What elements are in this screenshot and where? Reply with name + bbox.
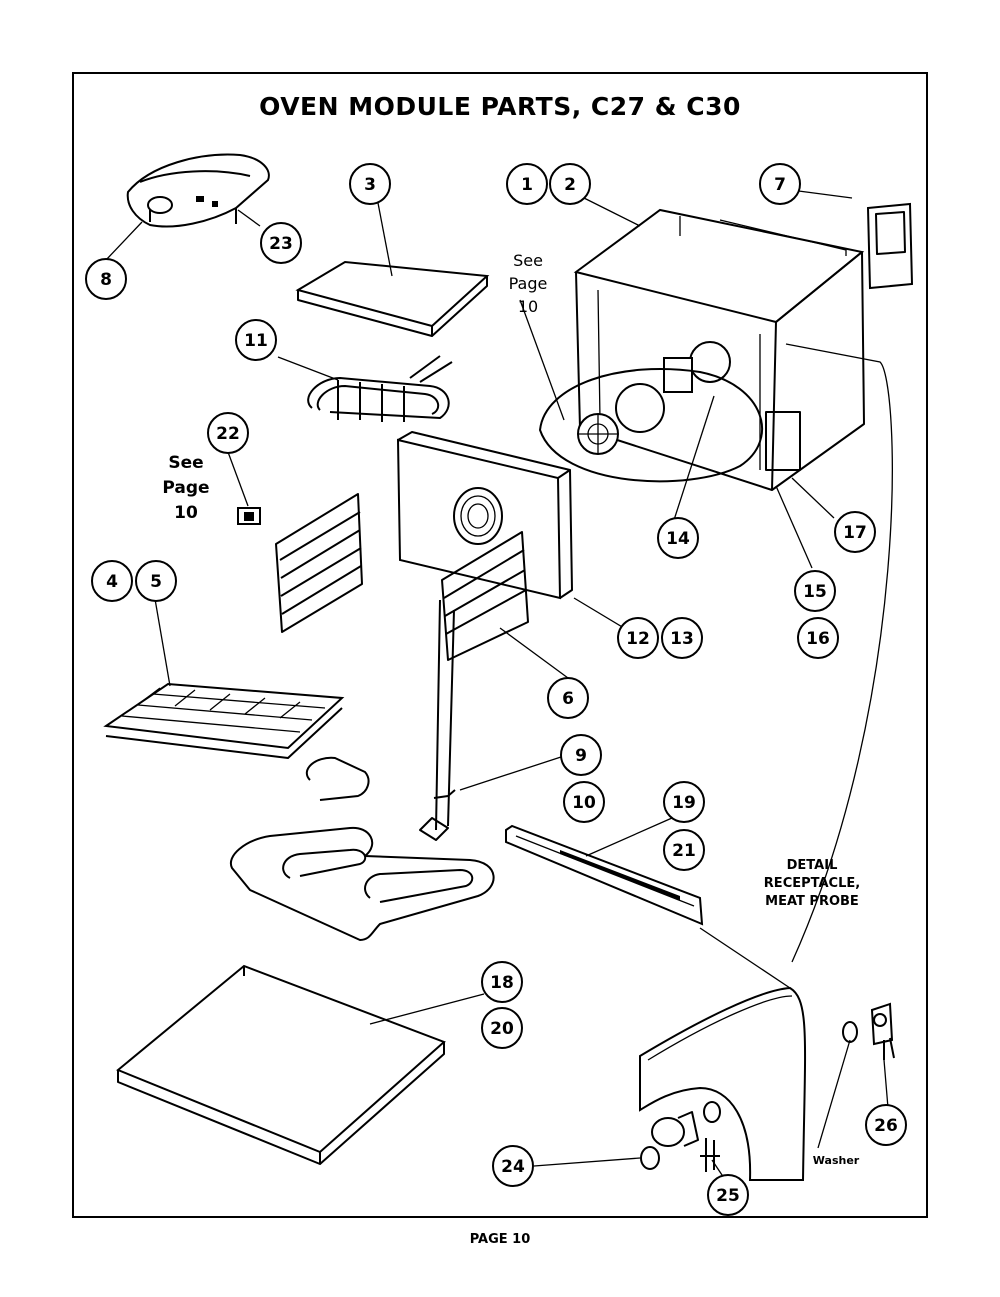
- svg-text:6: 6: [562, 689, 574, 709]
- diagram-title: OVEN MODULE PARTS, C27 & C30: [259, 92, 741, 121]
- left-rack-guide-part: [275, 493, 363, 633]
- control-bracket-part: [866, 202, 914, 290]
- svg-text:11: 11: [244, 331, 268, 351]
- callout-3: 3: [349, 163, 391, 205]
- callout-22: 22: [207, 412, 249, 454]
- svg-text:22: 22: [216, 424, 240, 444]
- callout-15: 15: [794, 570, 836, 612]
- svg-text:24: 24: [501, 1157, 525, 1177]
- callout-17: 17: [834, 511, 876, 553]
- svg-text:25: 25: [716, 1186, 740, 1206]
- svg-text:12: 12: [626, 629, 650, 649]
- svg-text:Page: Page: [509, 274, 548, 293]
- svg-text:See: See: [513, 251, 543, 270]
- callout-10: 10: [563, 781, 605, 823]
- clip-part: [237, 507, 261, 525]
- svg-text:26: 26: [874, 1116, 898, 1136]
- oven-rack-part: [103, 682, 345, 759]
- svg-text:14: 14: [666, 529, 690, 549]
- callout-14: 14: [657, 517, 699, 559]
- svg-text:8: 8: [100, 270, 112, 290]
- svg-text:Page: Page: [162, 478, 209, 498]
- svg-text:10: 10: [174, 503, 198, 523]
- callout-8: 8: [85, 258, 127, 300]
- see-page-label-clip: See Page 10: [162, 453, 209, 523]
- bake-element-part: [229, 599, 495, 941]
- svg-text:10: 10: [518, 297, 538, 316]
- svg-text:5: 5: [150, 572, 162, 592]
- top-panel-part: [295, 260, 490, 337]
- svg-text:20: 20: [490, 1019, 514, 1039]
- detail-label: DETAIL RECEPTACLE, MEAT PROBE: [764, 858, 860, 909]
- diagram-border: [72, 72, 928, 1218]
- svg-text:17: 17: [843, 523, 867, 543]
- svg-text:7: 7: [774, 175, 786, 195]
- svg-text:1: 1: [521, 175, 533, 195]
- right-rack-guide-part: [441, 531, 529, 661]
- svg-text:23: 23: [269, 234, 293, 254]
- callout-2: 2: [549, 163, 591, 205]
- svg-text:19: 19: [672, 793, 696, 813]
- callout-5: 5: [135, 560, 177, 602]
- svg-text:DETAIL: DETAIL: [787, 858, 838, 873]
- callout-24: 24: [492, 1145, 534, 1187]
- trim-strip-part: [505, 824, 704, 926]
- svg-text:4: 4: [106, 572, 118, 592]
- callout-16: 16: [797, 617, 839, 659]
- svg-text:21: 21: [672, 841, 696, 861]
- svg-text:13: 13: [670, 629, 694, 649]
- vent-hood-part: [126, 153, 270, 228]
- callout-4: 4: [91, 560, 133, 602]
- svg-text:3: 3: [364, 175, 376, 195]
- callout-6: 6: [547, 677, 589, 719]
- svg-text:See: See: [168, 453, 203, 473]
- callout-26: 26: [865, 1104, 907, 1146]
- svg-text:10: 10: [572, 793, 596, 813]
- svg-text:RECEPTACLE,: RECEPTACLE,: [764, 876, 860, 891]
- callout-11: 11: [235, 319, 277, 361]
- callout-23: 23: [260, 222, 302, 264]
- broil-element-part: [307, 355, 453, 422]
- svg-text:MEAT PROBE: MEAT PROBE: [765, 894, 859, 909]
- svg-text:2: 2: [564, 175, 576, 195]
- page-number: PAGE 10: [469, 1232, 531, 1247]
- rear-panel-part: [396, 431, 573, 600]
- callout-19: 19: [663, 781, 705, 823]
- callout-12: 12: [617, 617, 659, 659]
- svg-text:16: 16: [806, 629, 830, 649]
- oven-cavity-part: [573, 208, 865, 491]
- callout-20: 20: [481, 1007, 523, 1049]
- callout-18: 18: [481, 961, 523, 1003]
- meat-probe-receptacle-detail: [639, 986, 895, 1181]
- callout-21: 21: [663, 829, 705, 871]
- convection-fan-detail: [539, 368, 764, 483]
- callout-13: 13: [661, 617, 703, 659]
- washer-label: Washer: [813, 1154, 860, 1167]
- callout-25: 25: [707, 1174, 749, 1216]
- svg-text:9: 9: [575, 746, 587, 766]
- callout-1: 1: [506, 163, 548, 205]
- see-page-label-cavity: See Page 10: [509, 251, 548, 316]
- svg-text:18: 18: [490, 973, 514, 993]
- bottom-tray-part: [116, 964, 446, 1165]
- svg-text:15: 15: [803, 582, 827, 602]
- callout-9: 9: [560, 734, 602, 776]
- callout-7: 7: [759, 163, 801, 205]
